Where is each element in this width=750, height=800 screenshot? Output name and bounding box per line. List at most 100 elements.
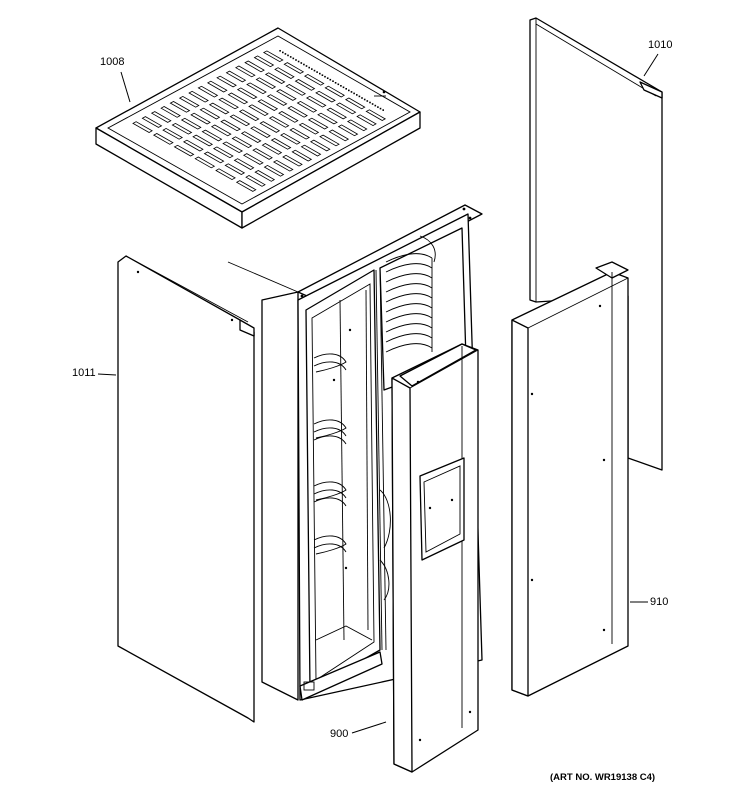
vent-slot [344, 97, 366, 110]
perforation-dot [313, 69, 316, 72]
perforation-dot [348, 89, 350, 92]
vent-slot [203, 151, 225, 164]
vent-slot [206, 80, 228, 93]
vent-slot [169, 101, 191, 113]
perforation-dot [363, 98, 366, 101]
vent-slot [298, 122, 320, 135]
perforation-dot [337, 83, 340, 86]
left-side-panel [117, 255, 255, 723]
vent-slot [287, 105, 308, 118]
vent-slot [307, 117, 329, 130]
perforation-dot [358, 95, 361, 98]
vent-slot [315, 90, 336, 103]
vent-slot [173, 144, 195, 157]
perforation-dot [342, 86, 345, 89]
vent-slot [268, 116, 290, 128]
vent-slot [201, 129, 223, 142]
perforation-dot [379, 107, 382, 110]
perforation-dot [295, 59, 297, 61]
perforation-dot [345, 88, 347, 90]
vent-slot [192, 134, 214, 147]
vent-slot [190, 112, 211, 125]
vent-slot [218, 97, 239, 110]
vent-slot [296, 100, 318, 113]
vent-slot [171, 122, 193, 135]
vent-slot [257, 99, 279, 111]
vent-slot [259, 121, 281, 133]
perforation-dot [287, 54, 289, 57]
callout-910: 910 [650, 596, 669, 608]
vent-slot [132, 121, 153, 133]
vent-slot [141, 116, 163, 128]
vent-slot [356, 114, 377, 127]
perforation-dot [297, 60, 300, 63]
vent-slot [294, 79, 316, 91]
vent-slot [285, 84, 307, 96]
vent-slot [337, 124, 359, 137]
vent-slot [242, 153, 264, 165]
vent-slot [254, 170, 276, 182]
vent-slot [229, 114, 251, 127]
perforation-dot [284, 53, 287, 55]
vent-slot [328, 129, 350, 142]
vent-slot [280, 132, 301, 145]
perforation-dot [334, 82, 337, 84]
vent-slot [208, 102, 230, 115]
vent-slot [224, 163, 246, 175]
vent-slot [245, 175, 266, 187]
callout-1011: 1011 [72, 367, 96, 379]
right-door [511, 261, 629, 697]
vent-slot [250, 126, 271, 138]
perforation-dot [308, 66, 310, 69]
leader-lines [97, 53, 659, 734]
perforation-dot [369, 101, 371, 104]
perforation-dot [350, 91, 353, 93]
vent-slot [182, 139, 204, 152]
vent-slot [365, 109, 387, 121]
leader-1011 [97, 373, 117, 376]
vent-slot [238, 109, 260, 122]
perforation-dot [300, 62, 303, 64]
perforation-dot [329, 78, 332, 81]
leader-1008 [120, 71, 131, 103]
vent-slot [300, 144, 322, 157]
perforation-dot [305, 65, 308, 67]
perforation-dot [326, 77, 329, 79]
vent-slot [346, 119, 368, 132]
vent-slot [246, 82, 267, 95]
perforation-dot [361, 97, 363, 99]
vent-slot [324, 85, 346, 98]
vent-slot [194, 156, 216, 169]
top-panel [95, 27, 421, 229]
callout-1010: 1010 [648, 39, 673, 51]
vent-slot [227, 92, 249, 105]
perforation-dot [374, 104, 377, 107]
vent-slot [216, 75, 237, 88]
perforation-dot [366, 100, 369, 102]
vent-slot [270, 138, 292, 150]
vent-slot [199, 107, 221, 120]
vent-slot [225, 70, 247, 83]
left-door [391, 343, 479, 773]
vent-slot [264, 72, 286, 84]
vent-slot [282, 154, 303, 167]
vent-slot [317, 112, 338, 125]
vent-slot [197, 85, 219, 98]
perforation-dot [324, 75, 326, 78]
vent-slot [262, 50, 284, 63]
vent-slot [326, 107, 348, 120]
cabinet-body [227, 204, 483, 701]
vent-slot [240, 131, 262, 143]
perforation-dot [282, 51, 284, 54]
vent-slot [244, 60, 265, 73]
callout-1008: 1008 [100, 56, 125, 68]
perforation-dot [382, 109, 384, 111]
perforation-dot [292, 57, 295, 60]
vent-slot [291, 149, 313, 162]
perforation-dot [319, 72, 321, 75]
vent-slot [272, 159, 294, 172]
freezer-racks [379, 235, 436, 601]
vent-slot [234, 65, 256, 78]
vent-slot [283, 62, 305, 74]
